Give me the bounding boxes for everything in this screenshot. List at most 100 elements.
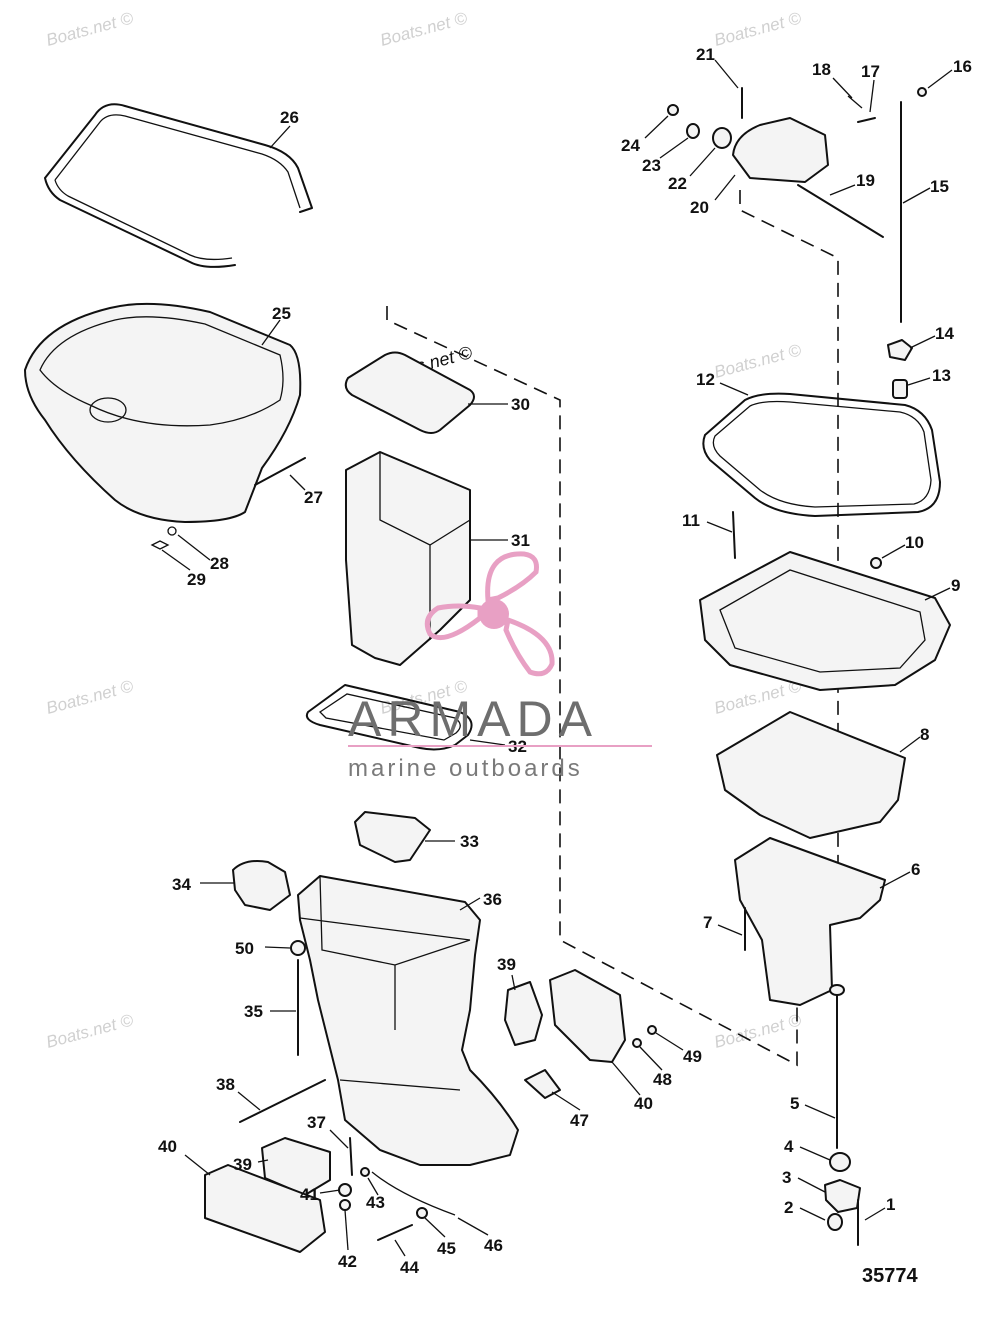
- part-5-shaft-top: [829, 984, 845, 996]
- part-37-bolt: [349, 1137, 353, 1176]
- propeller-icon: [424, 551, 555, 677]
- part-47-pad: [524, 1069, 561, 1099]
- callout-22: 22: [668, 174, 687, 193]
- part-3-coupler: [824, 1179, 861, 1213]
- callout-47: 47: [570, 1111, 589, 1130]
- callout-27: 27: [304, 488, 323, 507]
- callout-49: 49: [683, 1047, 702, 1066]
- part-32-gasket: [305, 684, 473, 751]
- part-42-nut: [339, 1199, 351, 1211]
- callout-44: 44: [400, 1258, 419, 1277]
- callout-46: 46: [484, 1236, 503, 1255]
- part-8-gasket: [716, 711, 906, 839]
- part-50-washer: [290, 940, 306, 956]
- part-9-top: [719, 569, 926, 673]
- part-10-washer: [870, 557, 882, 569]
- callout-13: 13: [932, 366, 951, 385]
- part-39-retainer-right: [504, 981, 543, 1046]
- part-2-washer: [827, 1213, 843, 1231]
- part-26-seal: [44, 103, 313, 268]
- callout-29: 29: [187, 570, 206, 589]
- part-36-edges: [299, 875, 471, 1091]
- part-23-washer: [686, 123, 700, 139]
- callout-16: 16: [953, 57, 972, 76]
- part-46-line: [371, 1171, 456, 1216]
- part-24-nut: [667, 104, 679, 116]
- watermark: Boats.net ©: [44, 8, 135, 50]
- leader-lines: [161, 59, 953, 1257]
- callout-11: 11: [682, 511, 700, 530]
- callout-20: 20: [690, 198, 709, 217]
- watermark: Boats.net ©: [712, 340, 803, 382]
- callout-39-right: 39: [497, 955, 516, 974]
- callout-34: 34: [172, 875, 191, 894]
- brand-tagline: marine outboards: [348, 755, 583, 782]
- part-22-bushing: [712, 127, 732, 149]
- part-26-seal-inner: [54, 114, 301, 261]
- watermark: Boats.net ©: [712, 1010, 803, 1052]
- part-28-washer: [167, 526, 177, 536]
- callout-37: 37: [307, 1113, 326, 1132]
- part-39-retainer: [261, 1137, 331, 1196]
- part-49-nut: [647, 1025, 657, 1035]
- part-43-clip: [360, 1167, 370, 1177]
- callout-7: 7: [703, 913, 712, 932]
- callout-6: 6: [911, 860, 920, 879]
- callout-41: 41: [300, 1185, 319, 1204]
- callout-4: 4: [784, 1137, 794, 1156]
- callout-1: 1: [886, 1195, 895, 1214]
- callout-18: 18: [812, 60, 831, 79]
- part-41-washer: [338, 1183, 352, 1197]
- part-45-washer: [416, 1207, 428, 1219]
- callout-31: 31: [511, 531, 530, 550]
- callout-40-right: 40: [634, 1094, 653, 1113]
- part-9-adaptor-plate: [699, 551, 951, 691]
- callout-21: 21: [696, 45, 715, 64]
- part-16-clip: [917, 87, 927, 97]
- part-48-washer: [632, 1038, 642, 1048]
- part-11-screw: [732, 511, 736, 559]
- part-31-edges: [379, 452, 471, 640]
- callouts: 1 2 3 4 5 6 7 8 9 10 11 12 13 14 15 16 1…: [158, 45, 972, 1277]
- callout-9: 9: [951, 576, 960, 595]
- callout-39: 39: [233, 1155, 252, 1174]
- part-27-screw: [254, 457, 306, 486]
- watermark: Boats.net ©: [44, 1010, 135, 1052]
- callout-38: 38: [216, 1075, 235, 1094]
- callout-14: 14: [935, 324, 954, 343]
- part-17-pin: [857, 117, 876, 123]
- assembly-line: [386, 306, 798, 1067]
- part-12-gasket-inner: [712, 400, 932, 508]
- callout-5: 5: [790, 1094, 799, 1113]
- callout-17: 17: [861, 62, 880, 81]
- callout-43: 43: [366, 1193, 385, 1212]
- part-34-bracket: [232, 860, 291, 911]
- callout-24: 24: [621, 136, 640, 155]
- part-25-opening: [89, 397, 127, 423]
- part-33-pad: [354, 811, 431, 863]
- callout-25: 25: [272, 304, 291, 323]
- part-25-rim: [39, 316, 284, 427]
- callout-45: 45: [437, 1239, 456, 1258]
- part-13-bushing: [892, 379, 908, 399]
- callout-48: 48: [653, 1070, 672, 1089]
- part-44-screw: [377, 1224, 413, 1241]
- watermark: Boats.net ©: [712, 8, 803, 50]
- part-31-housing: [345, 451, 471, 666]
- callout-12: 12: [696, 370, 715, 389]
- part-20-valve-body: [732, 117, 829, 183]
- watermark: Boats.net ©: [378, 8, 469, 50]
- callout-30: 30: [511, 395, 530, 414]
- callout-8: 8: [920, 725, 929, 744]
- part-4-bushing: [829, 1152, 851, 1172]
- callout-33: 33: [460, 832, 479, 851]
- part-36-driveshaft-housing: [297, 875, 519, 1166]
- part-32-gasket-inner: [318, 693, 461, 741]
- part-29-nut: [150, 540, 170, 550]
- drawing-number: 35774: [862, 1265, 918, 1287]
- callout-35: 35: [244, 1002, 263, 1021]
- callout-15: 15: [930, 177, 949, 196]
- callout-10: 10: [905, 533, 924, 552]
